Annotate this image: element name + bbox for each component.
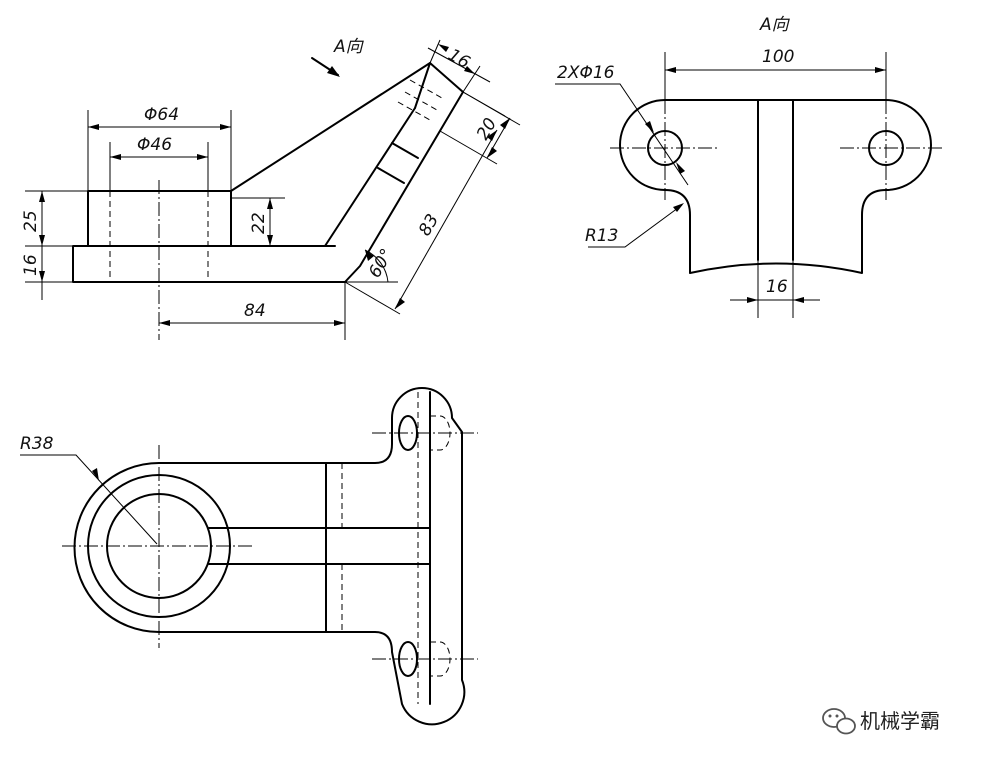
dim-base-length: 84	[244, 301, 266, 321]
watermark-text: 机械学霸	[860, 709, 940, 733]
dim-inner-diameter: Φ46	[137, 135, 172, 155]
dim-holes: 2XΦ16	[557, 63, 615, 83]
aux-flange-outline	[619, 99, 932, 274]
dim-arm-length: 83	[415, 211, 443, 240]
dim-hole-span: 100	[762, 47, 794, 67]
watermark: 机械学霸	[822, 708, 940, 735]
front-view: Φ64 Φ46 25 16 22 84	[21, 37, 521, 340]
wechat-icon	[822, 708, 856, 735]
front-web-line-1	[391, 142, 419, 159]
dim-base-height: 16	[21, 254, 41, 276]
front-arm-outer	[344, 91, 464, 283]
dim-boss-radius: R38	[20, 434, 54, 454]
top-outline	[73, 387, 466, 726]
front-arm-inner	[230, 107, 416, 247]
front-hidden-hole-1	[409, 79, 443, 99]
dim-arm-width: 20	[473, 115, 501, 144]
dim-boss-height: 25	[21, 210, 41, 232]
front-arm-end	[414, 62, 431, 109]
front-web-line-2	[377, 167, 405, 184]
dim-outer-diameter: Φ64	[144, 105, 179, 125]
aux-view-title: A向	[759, 15, 791, 35]
aux-view: A向 100 2XΦ16 R13 16	[555, 15, 945, 318]
dim-web-thickness: 16	[766, 277, 788, 297]
front-hidden-hole-axis	[404, 91, 438, 111]
front-hidden-hole-2	[397, 101, 431, 121]
front-rib-outline	[230, 62, 464, 192]
view-direction-label: A向	[333, 37, 365, 57]
dim-fillet-radius: R13	[585, 226, 618, 246]
front-base-outline	[72, 245, 346, 283]
dim-rib-height: 22	[249, 212, 269, 234]
top-view: R38	[20, 387, 478, 726]
